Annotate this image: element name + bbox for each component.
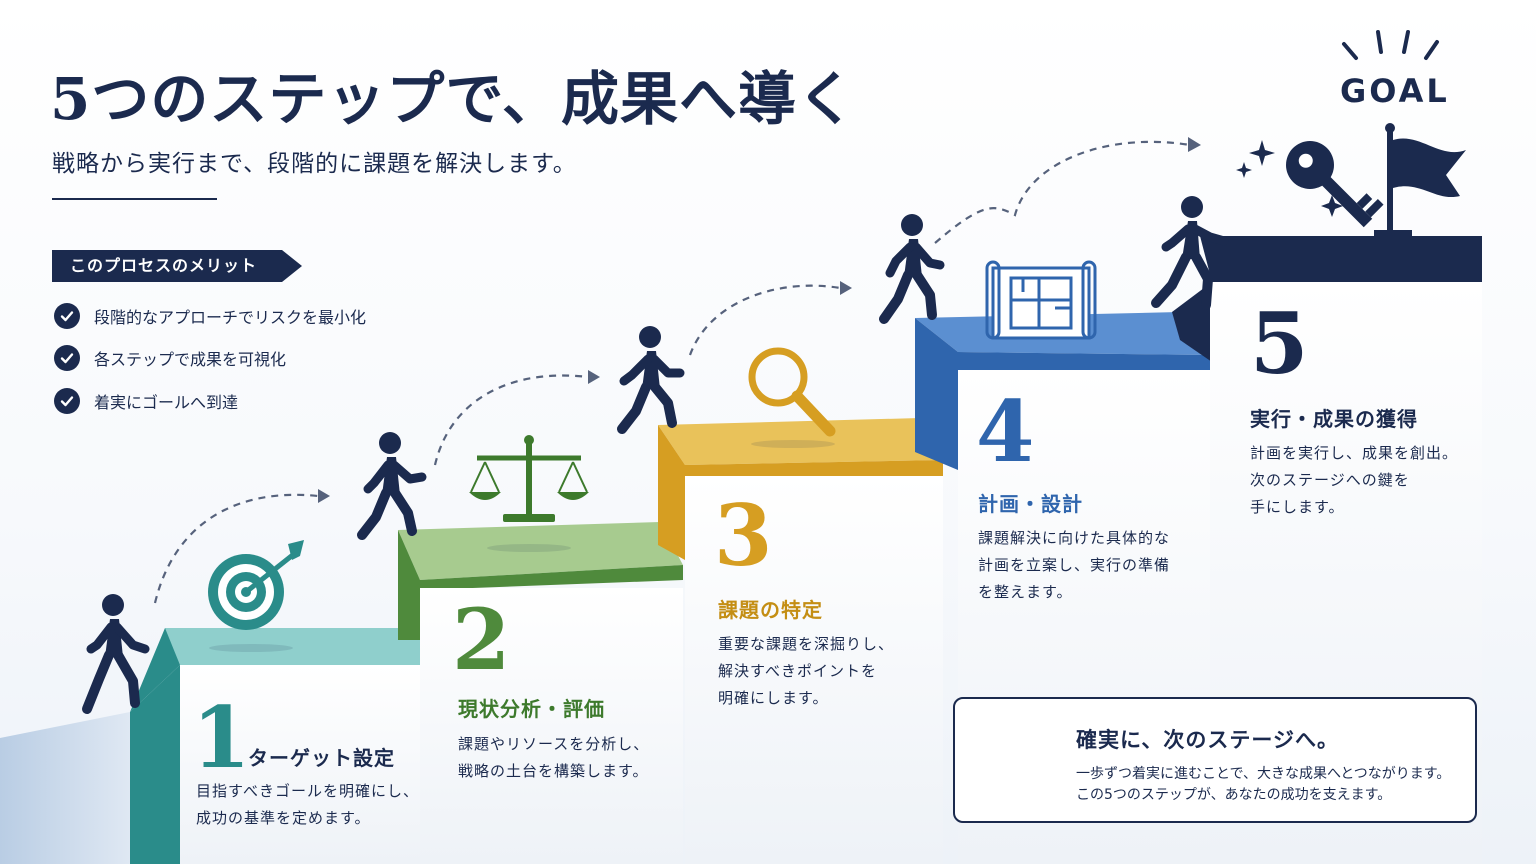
scale-icon (469, 435, 589, 522)
arrow-heads (318, 137, 1201, 503)
step-5-desc-line: 次のステージへの鍵を (1250, 471, 1410, 489)
step-5-desc-line: 手にします。 (1250, 498, 1345, 516)
merit-label: 各ステップで成果を可視化 (94, 350, 287, 369)
step-1-description: 目指すべきゴールを明確にし、 成功の基準を定めます。 (196, 778, 419, 832)
magnifier-icon (748, 347, 836, 437)
step-5-desc-line: 計画を実行し、成果を創出。 (1250, 444, 1459, 462)
step-4-desc-line: 計画を立案し、実行の準備 (978, 556, 1171, 574)
walker-2-icon (357, 432, 427, 540)
step-3-desc-line: 明確にします。 (718, 689, 829, 707)
walker-1-icon (82, 594, 150, 714)
step-2-title: 現状分析・評価 (458, 697, 605, 721)
goal-burst-icon (1342, 30, 1439, 60)
blueprint-icon (985, 260, 1097, 340)
step-2-desc-line: 戦略の土台を構築します。 (458, 762, 649, 780)
target-icon (208, 540, 304, 630)
page-title: 5つのステップで、成果へ導く (50, 65, 857, 133)
merit-label: 着実にゴールへ到達 (94, 393, 239, 412)
step-4-desc-line: を整えます。 (978, 583, 1073, 601)
step-3-desc-line: 解決すべきポイントを (718, 662, 877, 680)
walker-4-icon (879, 214, 945, 324)
floor-ramp (0, 712, 130, 864)
step-4-number: 4 (976, 382, 1035, 481)
key-icon (1236, 140, 1384, 228)
step-5-title: 実行・成果の獲得 (1250, 407, 1418, 431)
cta-heading: 確実に、次のステージへ。 (1076, 728, 1339, 752)
step-3-title: 課題の特定 (718, 598, 823, 622)
flag-icon (1374, 123, 1466, 236)
walking-figures (82, 196, 1229, 714)
merit-heading-badge: このプロセスのメリット (52, 250, 302, 282)
step-5-description: 計画を実行し、成果を創出。 次のステージへの鍵を 手にします。 (1250, 440, 1458, 521)
title-divider (52, 198, 217, 200)
step-block-1 (130, 628, 425, 864)
step-1-desc-line: 目指すべきゴールを明確にし、 (196, 782, 419, 800)
step-3-number: 3 (714, 486, 773, 585)
step-2-desc-line: 課題やリソースを分析し、 (458, 735, 650, 753)
progress-arrows (153, 140, 1191, 604)
check-icon (54, 303, 80, 329)
page-subtitle: 戦略から実行まで、段階的に課題を解決します。 (52, 151, 577, 177)
step-2-description: 課題やリソースを分析し、 戦略の土台を構築します。 (458, 731, 649, 785)
step-block-2 (398, 522, 683, 864)
merit-item: 着実にゴールへ到達 (54, 387, 238, 415)
step-block-3 (658, 418, 943, 864)
step-1-title: ターゲット設定 (248, 746, 395, 770)
merit-item: 各ステップで成果を可視化 (54, 344, 286, 372)
step-5-number: 5 (1250, 294, 1309, 393)
cta-box (953, 697, 1477, 823)
step-4-desc-line: 課題解決に向けた具体的な (978, 529, 1171, 547)
walker-3-icon (617, 326, 685, 434)
step-3-description: 重要な課題を深掘りし、 解決すべきポイントを 明確にします。 (718, 631, 894, 712)
merit-item: 段階的なアプローチでリスクを最小化 (54, 302, 366, 330)
merit-label: 段階的なアプローチでリスクを最小化 (94, 308, 367, 327)
check-icon (54, 388, 80, 414)
step-2-number: 2 (452, 590, 511, 689)
step-4-title: 計画・設計 (978, 492, 1083, 516)
cta-text-line: 一歩ずつ着実に進むことで、大きな成果へとつながります。 (1076, 766, 1451, 782)
step-1-desc-line: 成功の基準を定めます。 (196, 809, 371, 827)
step-1-number: 1 (192, 688, 251, 787)
check-icon (54, 345, 80, 371)
walker-5-icon (1151, 196, 1229, 310)
goal-label: GOAL (1340, 72, 1450, 110)
step-3-desc-line: 重要な課題を深掘りし、 (718, 635, 895, 653)
step-4-description: 課題解決に向けた具体的な 計画を立案し、実行の準備 を整えます。 (978, 525, 1170, 606)
cta-text-line: この5つのステップが、あなたの成功を支えます。 (1076, 787, 1392, 803)
